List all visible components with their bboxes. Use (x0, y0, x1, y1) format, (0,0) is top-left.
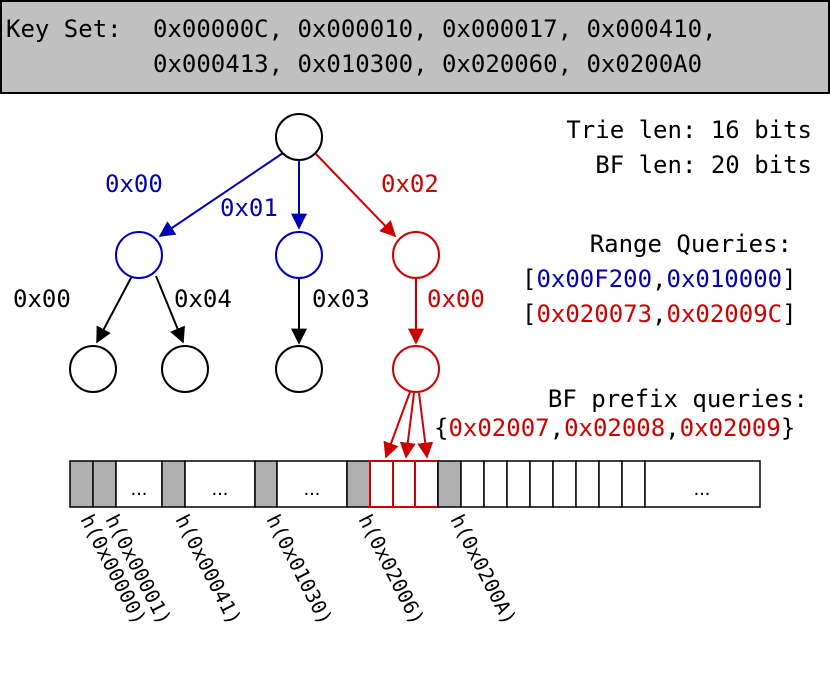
range-1-start: 0x00F200 (536, 265, 652, 293)
bf-ellipsis-cell (644, 460, 761, 508)
range-query-2: [0x020073,0x02009C] (522, 300, 797, 328)
hash-labels: h(0x00000) h(0x00001) h(0x00041) h(0x010… (76, 510, 522, 628)
edge-label-root-left: 0x00 (105, 170, 163, 198)
edge-bf-2 (399, 392, 416, 459)
bf-ellipsis-4: ... (694, 478, 711, 500)
trie-node-0x0103 (275, 345, 323, 393)
bf-ellipsis-2: ... (212, 478, 229, 500)
edge-label-left-right: 0x04 (174, 285, 232, 313)
bf-ellipsis-1: ... (131, 478, 148, 500)
bf-cell (575, 460, 600, 508)
key-set-label: Key Set: (6, 15, 122, 43)
bf-cell (92, 460, 117, 508)
bf-cell (460, 460, 485, 508)
key-set-line-1: 0x00000C, 0x000010, 0x000017, 0x000410, (153, 15, 717, 43)
trie-edge-labels: 0x00 0x01 0x02 0x00 0x04 0x03 0x00 (13, 170, 485, 313)
edge-label-root-right: 0x02 (381, 170, 439, 198)
hash-label-5: h(0x02006) (354, 510, 430, 628)
range-query-1: [0x00F200,0x010000] (522, 265, 797, 293)
trie-nodes (69, 113, 440, 393)
bf-cell (437, 460, 462, 508)
bf-prefix-title: BF prefix queries: (548, 385, 808, 413)
edge-left-left (96, 275, 133, 344)
edge-root-left (158, 152, 284, 237)
bf-cell (621, 460, 646, 508)
range-2-start: 0x020073 (536, 300, 652, 328)
hash-label-4: h(0x01030) (262, 510, 338, 628)
bf-query-cell (369, 460, 394, 508)
trie-node-0x02 (392, 231, 440, 279)
hash-label-3: h(0x00041) (171, 510, 247, 628)
trie-node-0x0004 (161, 345, 209, 393)
bf-prefix-item-2: 0x02008 (564, 414, 665, 442)
bf-cell (483, 460, 508, 508)
edge-label-right-down: 0x00 (427, 285, 485, 313)
bf-cell (506, 460, 531, 508)
bloom-filter-array: ... ... ... ... (69, 460, 761, 508)
edge-root-right (314, 152, 397, 238)
bf-cell (161, 460, 186, 508)
trie-node-root (275, 113, 323, 161)
info-panel: Trie len: 16 bits BF len: 20 bits Range … (434, 116, 812, 442)
trie-len-text: Trie len: 16 bits (566, 116, 812, 144)
bf-prefix-list: {0x02007,0x02008,0x02009} (434, 414, 795, 442)
trie-node-0x0200 (392, 345, 440, 393)
bf-ellipsis-cell (184, 460, 256, 508)
trie-node-0x00 (115, 231, 163, 279)
key-set-line-2: 0x000413, 0x010300, 0x020060, 0x0200A0 (153, 50, 702, 78)
bf-query-cell (414, 460, 439, 508)
edge-bf-3 (417, 392, 434, 459)
bf-ellipsis-3: ... (304, 478, 321, 500)
bf-prefix-item-1: 0x02007 (448, 414, 549, 442)
edge-label-mid-down: 0x03 (312, 285, 370, 313)
range-queries-title: Range Queries: (590, 230, 792, 258)
key-set-box: Key Set: 0x00000C, 0x000010, 0x000017, 0… (0, 0, 830, 94)
range-1-end: 0x010000 (667, 265, 783, 293)
trie-node-0x0000 (69, 345, 117, 393)
bf-len-text: BF len: 20 bits (595, 151, 812, 179)
trie-node-0x01 (275, 231, 323, 279)
bf-cell (552, 460, 577, 508)
bf-cell (529, 460, 554, 508)
edge-label-root-mid: 0x01 (220, 194, 278, 222)
bf-cell (69, 460, 94, 508)
bf-cell (346, 460, 371, 508)
edge-label-left-left: 0x00 (13, 285, 71, 313)
trie-edges (96, 152, 434, 459)
bf-cell (254, 460, 278, 508)
hash-label-6: h(0x0200A) (446, 510, 522, 628)
edge-bf-1 (383, 391, 411, 459)
range-2-end: 0x02009C (667, 300, 783, 328)
bf-cell (598, 460, 623, 508)
bf-prefix-item-3: 0x02009 (680, 414, 781, 442)
bf-query-cell (392, 460, 416, 508)
edge-left-right (155, 275, 185, 344)
